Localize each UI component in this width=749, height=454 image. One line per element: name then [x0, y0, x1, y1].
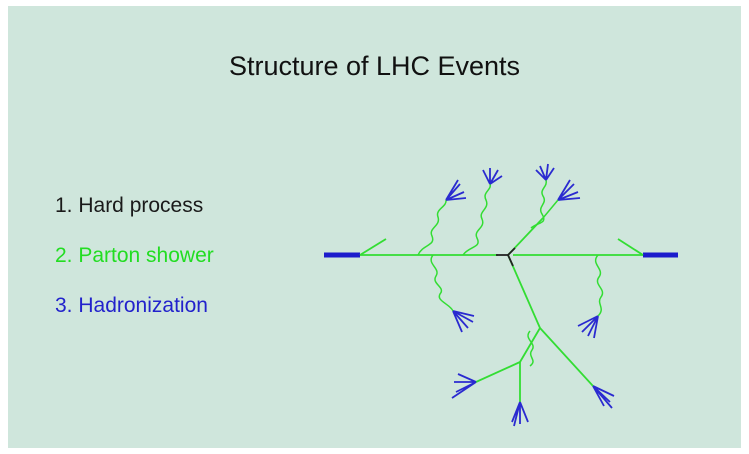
hadron-jet-6: [577, 315, 599, 339]
shower-branch-lower-left: [519, 327, 541, 363]
shower-branch-a: [475, 361, 521, 383]
gluon-2: [462, 183, 491, 256]
hadron-jet-7: [451, 373, 477, 399]
legend-item-parton-shower: 2. Parton shower: [55, 244, 214, 267]
slide: Structure of LHC Events 1. Hard process …: [8, 6, 741, 448]
hadron-jet-1: [445, 179, 467, 201]
gluon-4: [430, 254, 454, 312]
gluon-6: [527, 330, 534, 367]
hard-vertex-up: [507, 247, 516, 256]
hadron-jet-3: [535, 163, 555, 181]
hadron-jet-9: [592, 385, 615, 409]
legend-item-hard-process: 1. Hard process: [55, 194, 204, 217]
parton-lines: [359, 217, 644, 402]
hard-process-vertex: [496, 247, 516, 267]
gluon-3: [530, 179, 548, 229]
isr-emission-right: [617, 238, 644, 256]
hadron-jet-2: [482, 168, 503, 185]
slide-title: Structure of LHC Events: [228, 51, 521, 81]
gluon-link-upper: [542, 199, 559, 219]
outgoing-parton-lower: [507, 254, 541, 329]
hadron-jet-8: [511, 401, 529, 427]
hadron-jets: [445, 163, 615, 427]
gluon-1: [417, 199, 447, 256]
hadron-jet-4: [557, 179, 581, 201]
lhc-event-diagram: [324, 163, 678, 427]
legend-item-hadronization: 3. Hadronization: [55, 294, 208, 317]
gluon-lines: [417, 179, 604, 367]
isr-emission-left: [359, 238, 387, 256]
hard-vertex-down: [507, 254, 514, 267]
gluon-5: [594, 254, 604, 317]
hadron-jet-5: [452, 310, 475, 333]
shower-branch-lower-right: [539, 327, 594, 387]
